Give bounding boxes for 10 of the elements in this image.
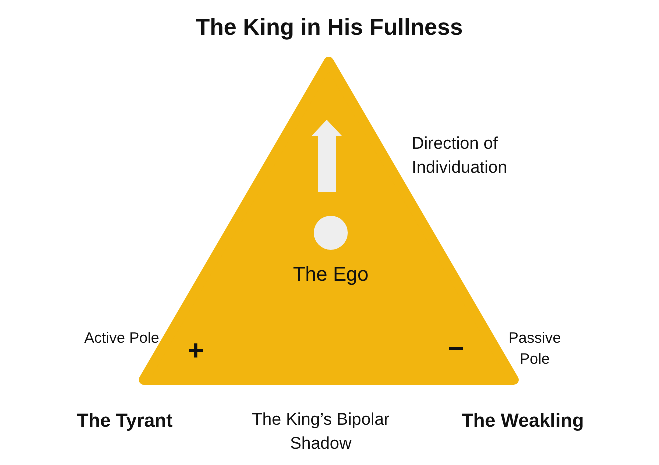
minus-sign: − xyxy=(446,332,466,366)
title: The King in His Fullness xyxy=(194,13,464,42)
annotation-text: The King’s Bipolar Shadow xyxy=(251,409,391,455)
pole-name: The Weakling xyxy=(460,410,586,434)
annotation-text: Direction of Individuation xyxy=(412,133,508,179)
pole-name: The Tyrant xyxy=(76,410,174,434)
plus-sign: + xyxy=(186,334,206,368)
annotation-text: Active Pole xyxy=(83,329,161,349)
node-label: The Ego xyxy=(293,263,369,287)
annotation-text: Passive Pole xyxy=(508,329,562,370)
